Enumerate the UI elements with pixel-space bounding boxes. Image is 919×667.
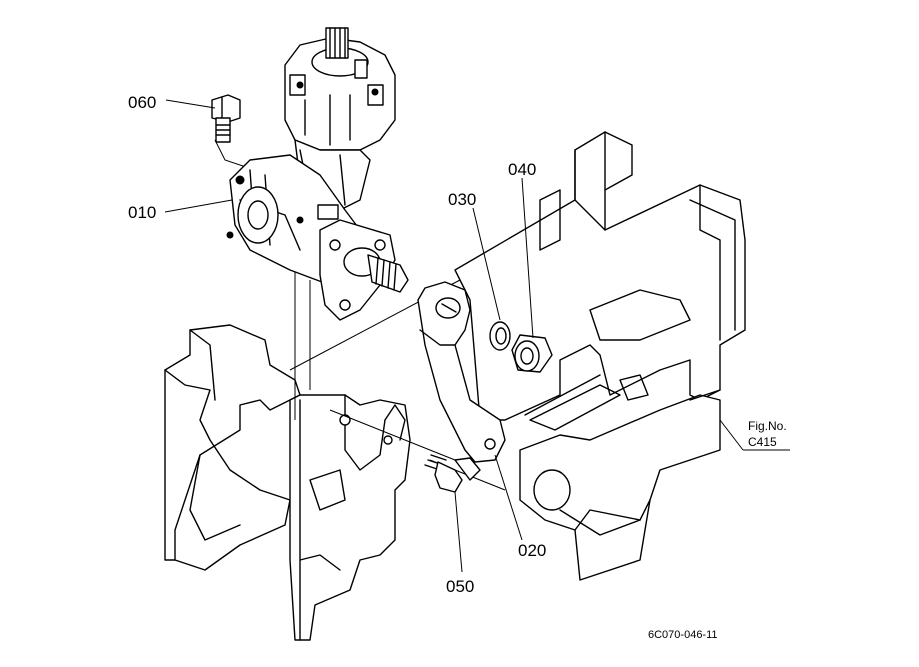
steering-gearbox <box>226 27 409 321</box>
callout-060: 060 <box>128 93 156 112</box>
callout-020: 020 <box>518 541 546 560</box>
mounting-plate <box>289 394 411 641</box>
left-bracket <box>164 324 301 571</box>
bolt-050 <box>424 454 481 493</box>
callout-050: 050 <box>446 577 474 596</box>
bolt-060 <box>211 94 241 143</box>
drawing-code: 6C070-046-11 <box>648 629 718 641</box>
pitman-arm-020 <box>417 281 506 463</box>
tractor-frame <box>454 131 746 581</box>
figure-ref-line2: C415 <box>748 435 777 449</box>
callout-030: 030 <box>448 190 476 209</box>
figure-ref-line1: Fig.No. <box>748 419 787 433</box>
nut-040 <box>511 334 553 373</box>
callout-010: 010 <box>128 203 156 222</box>
callout-040: 040 <box>508 160 536 179</box>
leader-lines <box>164 99 790 573</box>
lock-washer-030 <box>489 321 511 351</box>
